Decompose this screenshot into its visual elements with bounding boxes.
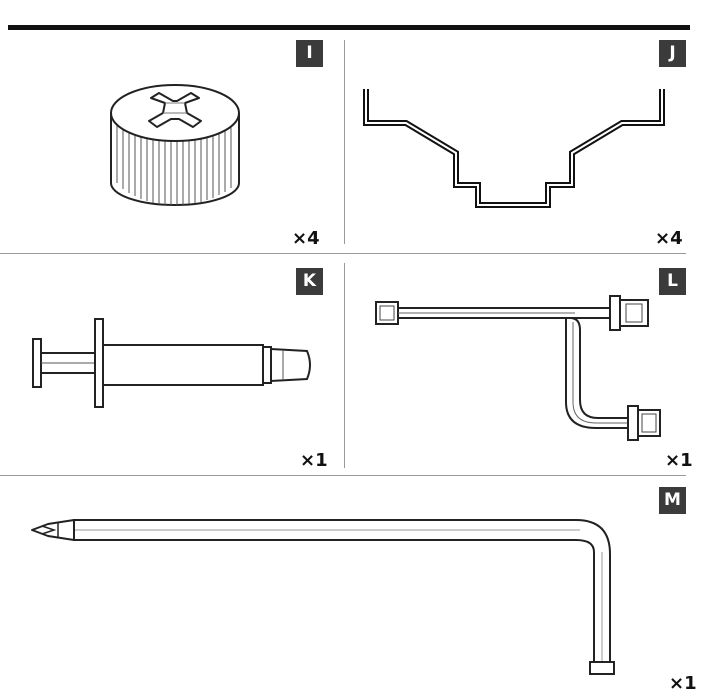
panel-quantity-l: ×1	[665, 450, 693, 471]
panel-label-i: I	[296, 40, 323, 67]
panel-label-k: K	[296, 268, 323, 295]
thermal-paste-syringe-icon	[25, 315, 320, 415]
panel-quantity-m: ×1	[669, 673, 697, 694]
divider-col-2	[344, 263, 345, 468]
fan-splitter-cable-icon	[370, 290, 670, 450]
thumb-nut-icon	[95, 65, 255, 215]
divider-row-1	[0, 253, 686, 254]
panel-label-l: L	[659, 268, 686, 295]
panel-quantity-k: ×1	[300, 450, 328, 471]
divider-row-2	[0, 475, 686, 476]
top-rule	[8, 25, 690, 30]
panel-quantity-j: ×4	[655, 228, 683, 249]
panel-label-m: M	[659, 487, 686, 514]
panel-quantity-i: ×4	[292, 228, 320, 249]
panel-label-j: J	[659, 40, 686, 67]
divider-col-1	[344, 40, 345, 244]
mounting-bracket-icon	[360, 85, 670, 215]
l-screwdriver-icon	[28, 508, 628, 676]
